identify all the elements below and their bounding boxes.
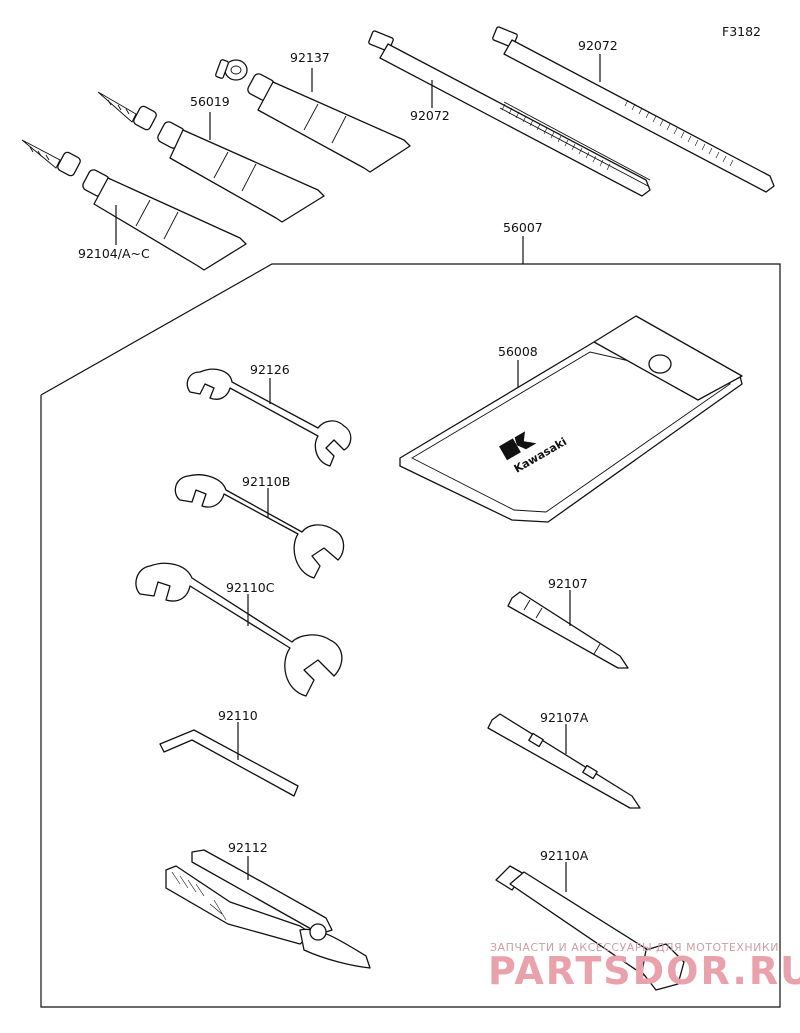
label-56008: 56008 [498,344,538,359]
watermark-brand: PARTSDOR.RU [488,949,800,993]
label-92126: 92126 [250,362,290,377]
figure-code: F3182 [722,24,761,39]
label-92112: 92112 [228,840,268,855]
cable-tie-92072-left [368,30,651,197]
pouch-56008: Kawasaki [399,315,743,523]
label-92137: 92137 [290,50,330,65]
label-92110B: 92110B [242,474,290,489]
screwdriver-92107A [487,713,641,809]
wrench-92110C [135,562,343,697]
watermark-tagline: ЗАПЧАСТИ И АКСЕССУАРЫ ДЛЯ МОТОТЕХНИКИ [490,941,779,954]
pliers-92112 [165,849,371,969]
tube-92104 [21,139,247,271]
label-92107: 92107 [548,576,588,591]
cable-tie-92072-right [492,26,775,193]
label-56007: 56007 [503,220,543,235]
tube-92137 [215,59,411,173]
driver-bit-92107 [507,591,629,669]
label-92104: 92104/A~C [78,246,150,261]
label-92072-right: 92072 [578,38,618,53]
label-92072-left: 92072 [410,108,450,123]
wrench-92110B [174,474,345,579]
tube-56019 [97,91,325,223]
label-92107A: 92107A [540,710,589,725]
socket-wrench-92110A [495,865,685,991]
hex-key-92110 [159,729,299,797]
label-92110C: 92110C [226,580,275,595]
label-56019: 56019 [190,94,230,109]
label-92110A: 92110A [540,848,589,863]
toolkit-outline [40,236,781,1008]
label-92110: 92110 [218,708,258,723]
wrench-92126 [186,368,352,467]
